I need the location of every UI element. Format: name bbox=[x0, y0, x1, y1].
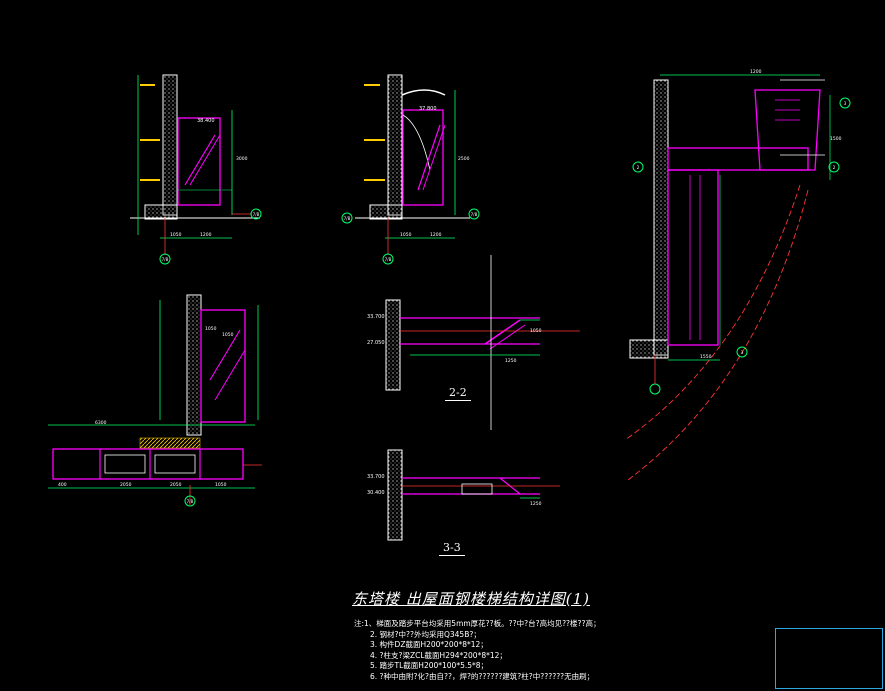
note-line: 3. 构件DZ截面H200*200*8*12； bbox=[370, 640, 488, 649]
elevation-label: 33.700 bbox=[367, 474, 385, 480]
stair-detail-2 bbox=[341, 74, 480, 265]
title-block bbox=[775, 628, 883, 689]
note-line: 4. ?柱支?梁ZCL截面H294*200*8*12； bbox=[370, 650, 507, 660]
dimension-label: 6300 bbox=[95, 420, 107, 426]
stair-detail-1 bbox=[130, 74, 262, 265]
grid-bubble-label: 7/B bbox=[187, 499, 194, 504]
dimension-label: 1200 bbox=[750, 69, 762, 75]
note-line: 5. 踏步TL截面H200*100*5.5*8； bbox=[370, 661, 489, 670]
grid-bubble-label: 3 bbox=[741, 350, 744, 355]
stair-plan-2 bbox=[624, 74, 851, 481]
dimension-label: 1050 bbox=[170, 232, 182, 238]
section-label-2-2: 2-2 bbox=[445, 386, 471, 401]
elevation-label: 37.800 bbox=[419, 106, 437, 112]
dimension-label: 1250 bbox=[530, 501, 542, 507]
elevation-label: 33.700 bbox=[367, 314, 385, 320]
dimension-label: 400 bbox=[58, 482, 67, 488]
dimension-label: 1050 bbox=[222, 332, 234, 338]
elevation-label: 27.050 bbox=[367, 340, 385, 346]
grid-bubble-label: 7/B bbox=[471, 212, 478, 217]
grid-bubble-label: 3 bbox=[844, 101, 847, 106]
section-label-3-3: 3-3 bbox=[439, 541, 465, 556]
note-line: 注:1、梯面及踏步平台均采用5mm厚花??板。??中?台?高均见??楼??高； bbox=[354, 619, 601, 628]
dimension-label: 1250 bbox=[505, 358, 517, 364]
grid-bubble-label: 7/B bbox=[253, 212, 260, 217]
dimension-label: 3000 bbox=[236, 156, 248, 162]
dimension-label: 2500 bbox=[458, 156, 470, 162]
grid-bubble-label: 7/B bbox=[162, 257, 169, 262]
note-line: 6. ?种中由附?化?由自??，焊?的??????建筑?柱?中??????无由刷… bbox=[370, 671, 595, 681]
dimension-label: 2050 bbox=[170, 482, 182, 488]
dimension-label: 1550 bbox=[700, 354, 712, 360]
section-2-2 bbox=[385, 255, 580, 430]
elevation-label: 30.400 bbox=[367, 490, 385, 496]
grid-bubble-label: 2 bbox=[833, 165, 836, 170]
dimension-label: 1200 bbox=[430, 232, 442, 238]
grid-bubble-label: 2 bbox=[637, 165, 640, 170]
dimension-label: 1500 bbox=[830, 136, 842, 142]
stair-plan-1 bbox=[48, 294, 262, 507]
dimension-label: 1200 bbox=[200, 232, 212, 238]
dimension-label: 1050 bbox=[205, 326, 217, 332]
elevation-label: 38.400 bbox=[197, 118, 215, 124]
dimension-label: 1050 bbox=[400, 232, 412, 238]
grid-bubble-label: 7/B bbox=[344, 216, 351, 221]
section-3-3 bbox=[387, 449, 560, 541]
dimension-label: 2050 bbox=[120, 482, 132, 488]
dimension-label: 1050 bbox=[530, 328, 542, 334]
drawing-title: 东塔楼 出屋面钢楼梯结构详图(1) bbox=[352, 590, 591, 608]
note-line: 2. 钢材?中??外均采用Q345B?； bbox=[370, 629, 481, 639]
dimension-label: 1050 bbox=[215, 482, 227, 488]
grid-bubble-label: 7/B bbox=[385, 257, 392, 262]
drawing-notes: 注:1、梯面及踏步平台均采用5mm厚花??板。??中?台?高均见??楼??高； … bbox=[354, 619, 601, 682]
